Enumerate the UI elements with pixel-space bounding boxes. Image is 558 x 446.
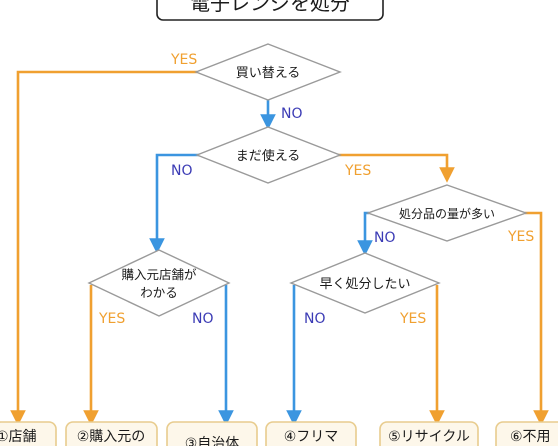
decision-q1: 買い替える (194, 43, 342, 101)
edge-label-q1-yes: YES (170, 52, 197, 68)
decision-q4: 購入元店舗が わかる (87, 249, 231, 317)
result-r3-label: ③自治体 (185, 436, 240, 446)
decision-q2-label: まだ使える (236, 148, 301, 164)
result-r1-label: ①店舗 (0, 429, 37, 445)
edge-q3-yes (525, 211, 549, 426)
decision-q3-label: 処分品の量が多い (399, 206, 495, 221)
edge-label-q1-no: NO (281, 106, 303, 122)
result-r2-label: ②購入元の (77, 429, 146, 445)
edge-label-q3-no: NO (374, 230, 396, 246)
result-r1: ①店舗 (0, 421, 57, 446)
edge-q1-yes (10, 70, 197, 426)
edge-label-q4-no: NO (192, 311, 214, 327)
edge-label-q2-yes: YES (344, 163, 371, 179)
result-r4-label: ④フリマ (284, 429, 339, 445)
edge-label-q3-yes: YES (507, 229, 534, 245)
result-r6: ⑥不用 (495, 421, 558, 446)
decision-q5: 早く処分したい (289, 252, 441, 314)
decision-q4-label-line2: わかる (140, 285, 178, 300)
result-r5: ⑤リサイクル (379, 421, 479, 446)
decision-q5-label: 早く処分したい (319, 277, 410, 292)
result-r4: ④フリマ (265, 421, 357, 446)
title-box (156, 0, 384, 21)
edge-q3-no (357, 211, 373, 256)
edge-q2-no (149, 153, 199, 254)
edge-label-q5-no: NO (304, 311, 326, 327)
result-r5-label: ⑤リサイクル (388, 429, 470, 445)
edge-label-q5-yes: YES (399, 311, 426, 327)
result-r6-label: ⑥不用 (510, 429, 551, 445)
decision-q3: 処分品の量が多い (365, 184, 529, 242)
result-r2: ②購入元の (65, 421, 158, 446)
result-r3: ③自治体 (166, 421, 258, 446)
edge-label-q4-yes: YES (98, 311, 125, 327)
decision-q4-label-line1: 購入元店舗が (121, 267, 197, 282)
decision-q2: まだ使える (195, 126, 342, 184)
edge-label-q2-no: NO (171, 163, 193, 179)
decision-q1-label: 買い替える (236, 66, 301, 81)
edge-q2-yes (338, 153, 455, 183)
page-title: 電子レンジを処分 (190, 0, 350, 15)
